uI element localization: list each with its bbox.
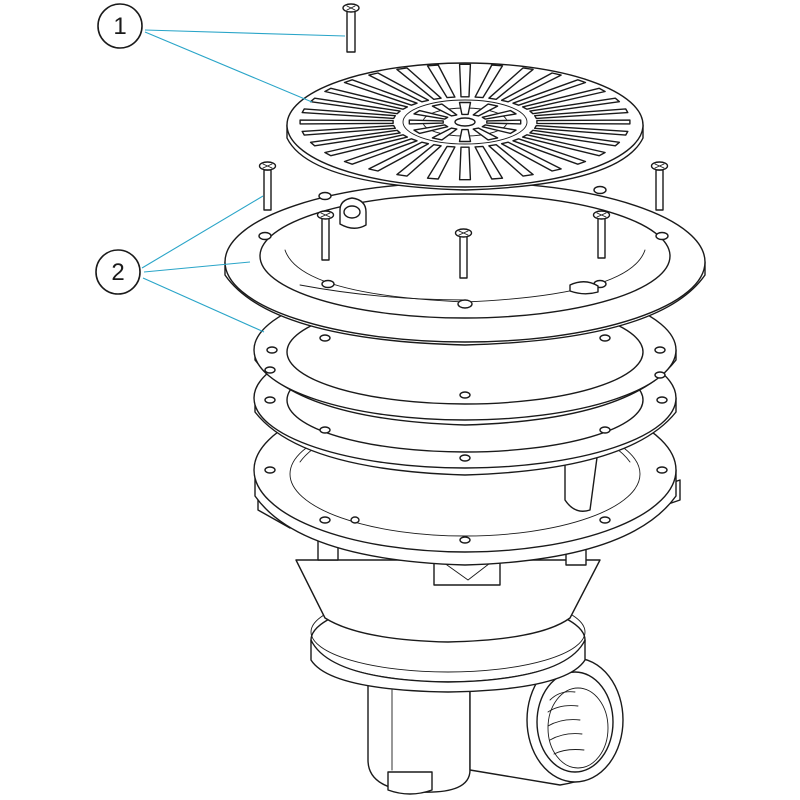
- grate-slot: [512, 138, 587, 165]
- screw-top: [342, 3, 360, 53]
- callout-2: 2: [95, 249, 141, 295]
- clamp-flange: [224, 181, 706, 346]
- grate-slot: [309, 97, 401, 115]
- grate-slot: [474, 64, 504, 99]
- grate-slot: [368, 72, 430, 103]
- grate-inner-slot: [481, 109, 517, 120]
- grate-slot: [534, 108, 629, 120]
- grate-slot: [343, 79, 418, 106]
- grate-inner-slot: [481, 124, 517, 135]
- grate-inner-slot: [486, 119, 522, 125]
- grate-inner-slot: [413, 109, 449, 120]
- grate-slot: [512, 79, 587, 106]
- grate: [286, 62, 644, 191]
- grate-inner-slot: [472, 127, 499, 141]
- callout-2-label: 2: [111, 259, 124, 286]
- grate-inner-slot: [431, 127, 458, 141]
- grate-slot: [309, 129, 401, 147]
- grate-slot: [500, 141, 562, 172]
- grate-slot: [536, 119, 631, 125]
- screw-right-inner: [592, 210, 611, 259]
- grate-slot: [343, 138, 418, 165]
- grate-slot: [521, 134, 606, 157]
- screw-center: [454, 228, 473, 279]
- grate-slot: [426, 64, 456, 99]
- grate-inner-slot: [413, 124, 449, 135]
- grate-slot: [426, 145, 456, 180]
- screw-left-outer: [258, 161, 277, 211]
- callout-1-label: 1: [113, 13, 126, 40]
- leader-lines: [141, 29, 346, 333]
- grate-slot: [368, 141, 430, 172]
- grate-slot: [396, 67, 442, 101]
- grate-slot: [301, 124, 396, 136]
- grate-slot: [500, 72, 562, 103]
- grate-slot: [299, 119, 394, 125]
- callout-1: 1: [97, 3, 143, 49]
- grate-slots: [299, 63, 631, 181]
- grate-inner-slot: [408, 119, 444, 125]
- grate-slot: [458, 146, 472, 181]
- grate-slot: [474, 145, 504, 180]
- grate-slot: [529, 97, 621, 115]
- grate-slot: [534, 124, 629, 136]
- grate-slot: [396, 143, 442, 177]
- grate-slot: [488, 67, 534, 101]
- grate-slot: [521, 87, 606, 110]
- grate-slot: [458, 63, 472, 98]
- grate-slot: [529, 129, 621, 147]
- screw-right-outer: [650, 161, 669, 211]
- grate-slot: [488, 143, 534, 177]
- grate-inner-slot: [458, 128, 472, 143]
- grate-slot: [301, 108, 396, 120]
- grate-inner-slot: [431, 103, 458, 117]
- grate-slot: [324, 87, 409, 110]
- grate-inner-slot: [472, 103, 499, 117]
- grate-slot: [324, 134, 409, 157]
- grate-inner-slot: [458, 101, 472, 116]
- screw-left-inner: [316, 210, 335, 261]
